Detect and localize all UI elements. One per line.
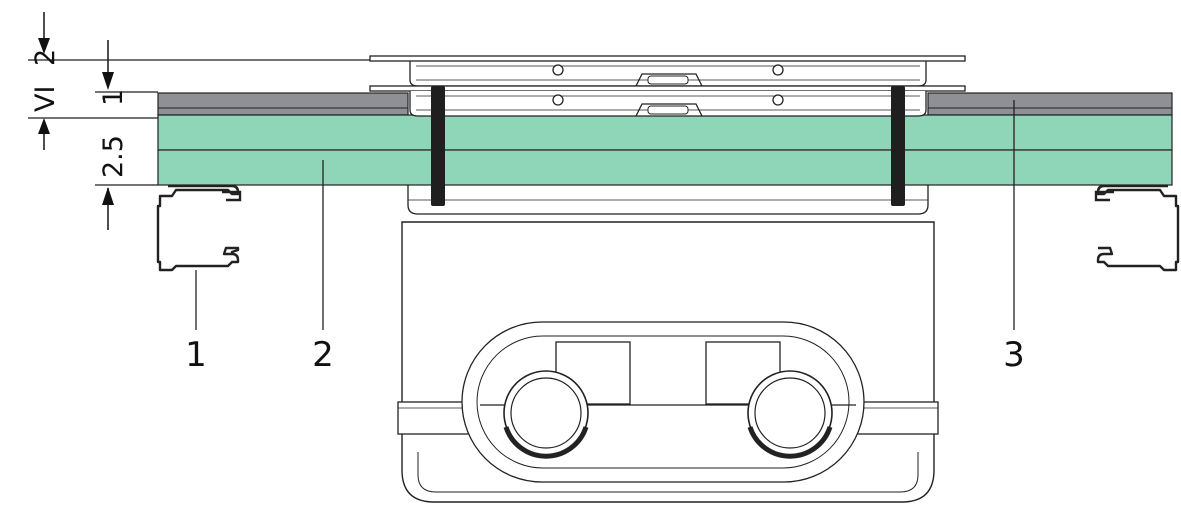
floor-panel-layer xyxy=(157,114,1173,186)
support-profile-right xyxy=(1096,184,1180,272)
dimension-panel-thickness: 2.5 xyxy=(98,135,129,178)
floor-panel-upper xyxy=(157,114,1173,151)
dimension-flush-symbol: VI xyxy=(30,86,61,112)
dimension-top-gap: 2 xyxy=(30,49,61,66)
support-profile-left xyxy=(156,184,240,272)
callouts: 1 2 3 xyxy=(185,100,1025,375)
callout-label-3: 3 xyxy=(1003,335,1025,375)
callout-label-2: 2 xyxy=(312,335,334,375)
dimension-annotations: 2 1 VI 2.5 xyxy=(28,12,370,230)
panel-clamps xyxy=(431,86,905,206)
floor-covering-left xyxy=(157,92,409,116)
floor-covering-right xyxy=(927,92,1173,116)
callout-label-1: 1 xyxy=(185,335,207,375)
support-profiles xyxy=(156,184,1180,272)
dimension-flush-gap: 1 xyxy=(98,89,129,106)
floor-panel-lower xyxy=(157,149,1173,186)
clamp-left xyxy=(431,86,445,206)
floor-box-housing xyxy=(397,185,939,503)
clamp-right xyxy=(891,86,905,206)
floor-box-lid xyxy=(369,55,966,117)
floor-covering-layer xyxy=(157,92,1173,116)
